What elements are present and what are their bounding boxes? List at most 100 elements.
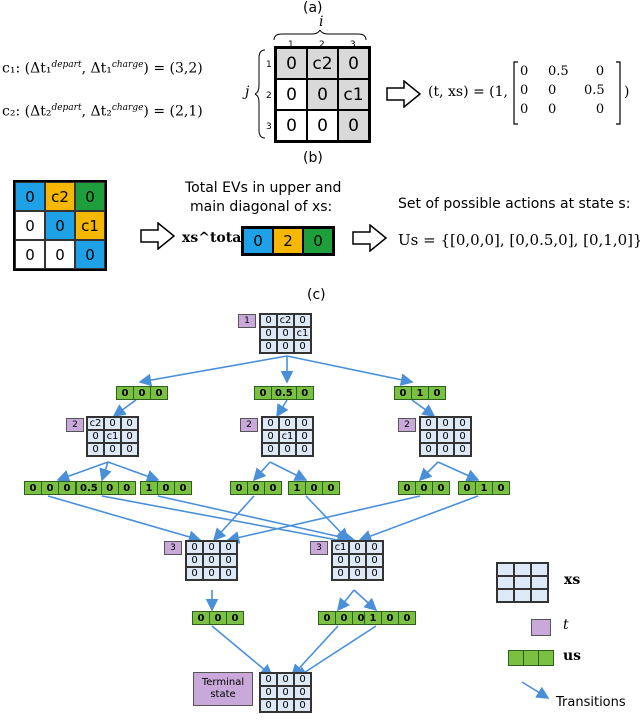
action-vector: 1 0 0 xyxy=(364,611,416,625)
action-cell: 0 xyxy=(269,482,277,494)
time-box: 3 xyxy=(310,541,328,555)
action-cell: 0 xyxy=(255,387,272,399)
action-vector: 0 0 0 xyxy=(230,481,282,495)
grid-cell: 0 xyxy=(186,567,203,580)
state-tuple-values: 0 0.5 0 0 0 0.5 0 0 0 xyxy=(520,64,616,121)
grid-cell: 0 xyxy=(260,686,277,699)
action-cell: 1 xyxy=(289,482,306,494)
row-index-3: 3 xyxy=(266,122,272,132)
grid-cell: 0 xyxy=(260,327,277,340)
grid-cell: 0 xyxy=(454,417,471,430)
matrix-cell: 0 xyxy=(45,240,75,269)
action-cell: 0 xyxy=(158,482,175,494)
action-cell: 0 xyxy=(134,387,151,399)
tuple-cell: 0 xyxy=(520,64,529,79)
grid-cell: 0 xyxy=(294,314,311,327)
grid-cell: 0 xyxy=(260,673,277,686)
grid-cell: 0 xyxy=(366,541,383,554)
action-cell: 1 xyxy=(412,387,429,399)
legend-state-swatch xyxy=(496,562,549,603)
action-cell: 0.5 xyxy=(77,482,102,494)
grid-cell: c1 xyxy=(294,327,311,340)
tuple-cell: 0.5 xyxy=(548,64,569,79)
grid-cell: 0 xyxy=(277,699,294,712)
action-cell: 0 xyxy=(102,482,119,494)
grid-cell: 0 xyxy=(220,554,237,567)
state-grid-level2: c2 0 0 0 c1 0 0 0 0 xyxy=(86,416,139,457)
grid-cell: 0 xyxy=(260,314,277,327)
total-title-line2: main diagonal of xs: xyxy=(190,199,333,215)
action-cell: 0 xyxy=(306,482,323,494)
grid-cell: 0 xyxy=(220,541,237,554)
row-index-1: 1 xyxy=(266,60,272,70)
action-cell: 0 xyxy=(403,612,411,624)
grid-cell: 0 xyxy=(294,699,311,712)
action-vector: 0 0 0 xyxy=(318,611,370,625)
grid-cell: 0 xyxy=(186,554,203,567)
state-matrix-a: 0 c2 0 0 0 c1 0 0 0 xyxy=(274,46,371,143)
grid-cell: 0 xyxy=(277,673,294,686)
grid-cell: c2 xyxy=(277,314,294,327)
row-index-2: 2 xyxy=(266,91,272,101)
state-tuple-close: ) xyxy=(624,84,630,100)
legend-state-label: xs xyxy=(564,572,581,588)
grid-cell: 0 xyxy=(279,443,296,456)
matrix-cell: 0 xyxy=(15,211,45,240)
row-brace xyxy=(255,49,266,139)
grid-cell: 0 xyxy=(454,430,471,443)
grid-cell: 0 xyxy=(296,443,313,456)
grid-cell: 0 xyxy=(186,541,203,554)
state-grid-level3: 0 0 0 0 0 0 0 0 0 xyxy=(185,540,238,581)
action-vector: 0 0.5 0 xyxy=(254,386,314,400)
grid-cell: c1 xyxy=(279,430,296,443)
grid-cell: 0 xyxy=(349,541,366,554)
action-vector: 0 0 0 xyxy=(24,481,76,495)
matrix-cell: 0 xyxy=(338,48,369,79)
panel-a-label: (a) xyxy=(303,0,323,16)
action-cell: 0 xyxy=(155,387,163,399)
axis-j-label: j xyxy=(245,84,250,100)
action-cell: 0 xyxy=(231,612,239,624)
tuple-cell: 0.5 xyxy=(584,83,605,98)
matrix-cell: 0 xyxy=(15,182,45,211)
hollow-arrow-icon xyxy=(386,80,422,108)
action-cell: 0 xyxy=(63,482,71,494)
total-lhs: xs^total= xyxy=(182,230,259,246)
tuple-cell: 0 xyxy=(548,83,557,98)
grid-cell: 0 xyxy=(332,567,349,580)
time-box: 2 xyxy=(240,418,258,432)
matrix-cell: 0 xyxy=(45,211,75,240)
state-grid-terminal: 0 0 0 0 0 0 0 0 0 xyxy=(259,672,312,713)
action-cell: 0 xyxy=(399,482,416,494)
legend-transition-label: Transitions xyxy=(556,695,626,710)
grid-cell: c1 xyxy=(332,541,349,554)
tuple-cell: 0 xyxy=(520,102,529,117)
column-brace xyxy=(273,30,367,41)
grid-cell: 0 xyxy=(437,443,454,456)
grid-cell: 0 xyxy=(203,554,220,567)
axis-i-label: i xyxy=(319,14,324,30)
grid-cell: 0 xyxy=(366,554,383,567)
grid-cell: 0 xyxy=(296,417,313,430)
action-cell: 0 xyxy=(497,482,505,494)
legend-time-swatch xyxy=(531,619,551,636)
grid-cell: 0 xyxy=(203,541,220,554)
action-cell: 0 xyxy=(210,612,227,624)
total-vector: 0 2 0 xyxy=(241,226,335,256)
terminal-state-box: Terminal state xyxy=(193,672,253,706)
grid-cell: 0 xyxy=(294,686,311,699)
action-vector: 0 1 0 xyxy=(458,481,510,495)
hollow-arrow-icon xyxy=(352,224,388,252)
action-cell: 0 xyxy=(179,482,187,494)
tuple-cell: 0 xyxy=(520,83,529,98)
matrix-cell: 0 xyxy=(307,110,338,141)
action-vector: 0 0 0 xyxy=(192,611,244,625)
grid-cell: c2 xyxy=(87,417,104,430)
grid-cell: 0 xyxy=(87,430,104,443)
actions-equation: Us = {[0,0,0], [0,0.5,0], [0,1,0]} xyxy=(398,231,640,249)
action-cell: 0 xyxy=(319,612,336,624)
matrix-cell: 0 xyxy=(276,79,307,110)
matrix-cell: 0 xyxy=(307,79,338,110)
action-cell: 0 xyxy=(117,387,134,399)
action-cell: 0 xyxy=(193,612,210,624)
